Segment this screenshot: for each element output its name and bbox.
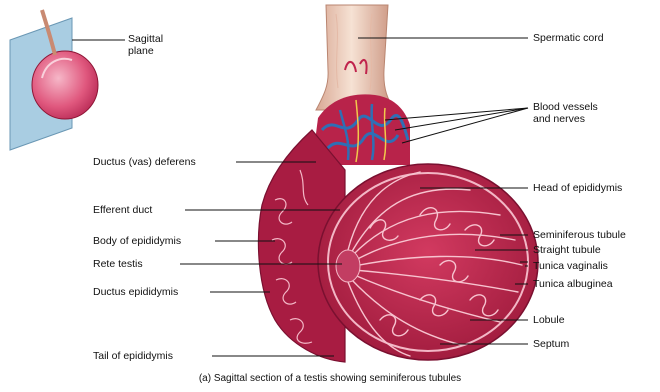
label-tunica-vaginalis: Tunica vaginalis [533,260,608,272]
label-septum: Septum [533,338,569,350]
figure-caption: (a) Sagittal section of a testis showing… [0,373,660,384]
label-tunica-albuginea: Tunica albuginea [533,278,613,290]
label-lobule: Lobule [533,314,565,326]
sagittal-plane-inset [10,10,98,150]
inset-testis [32,51,98,119]
label-seminiferous-tubule: Seminiferous tubule [533,229,626,241]
label-ductus-epididymis: Ductus epididymis [93,286,178,298]
label-head-of-epididymis: Head of epididymis [533,182,622,194]
label-body-of-epididymis: Body of epididymis [93,235,181,247]
label-efferent-duct: Efferent duct [93,204,152,216]
rete-testis [336,250,360,282]
label-spermatic-cord: Spermatic cord [533,32,604,44]
label-ductus-deferens: Ductus (vas) deferens [93,156,196,168]
label-rete-testis: Rete testis [93,258,143,270]
spermatic-cord [316,5,395,110]
label-tail-of-epididymis: Tail of epididymis [93,350,173,362]
label-straight-tubule: Straight tubule [533,244,601,256]
